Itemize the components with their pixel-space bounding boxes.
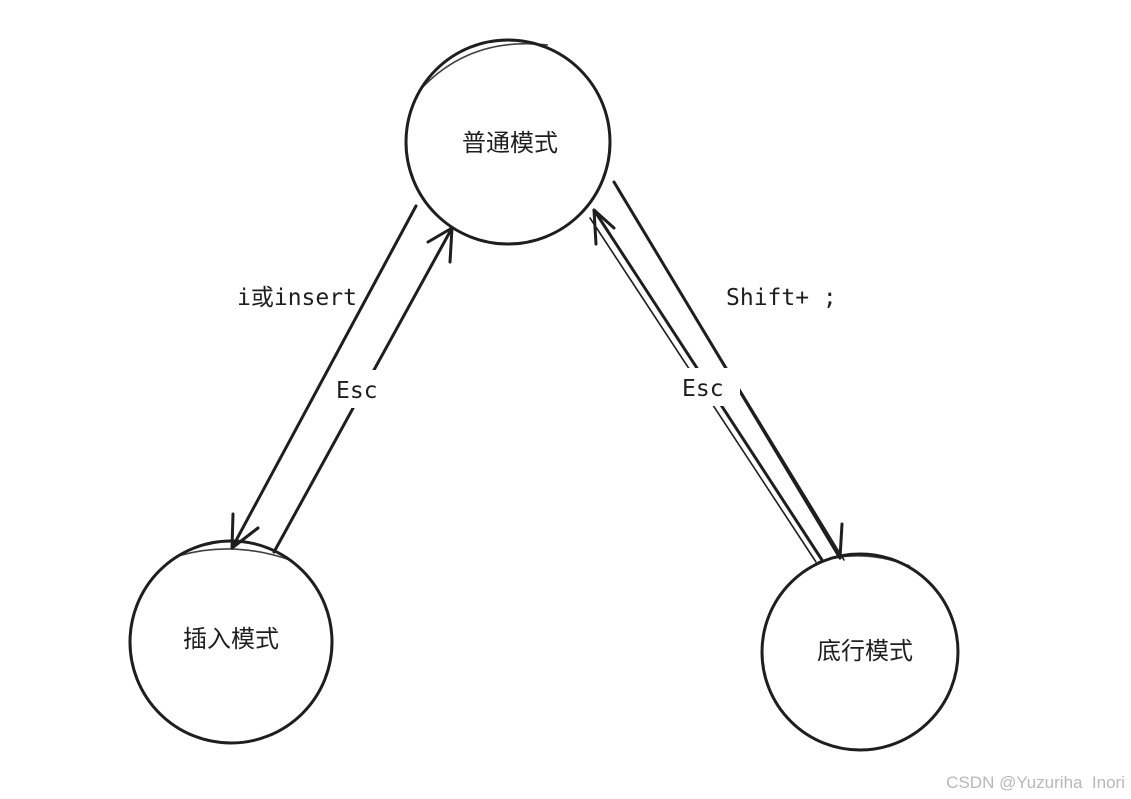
node-normal-mode-sketch-stroke [419, 42, 549, 91]
node-normal-mode[interactable]: 普通模式 [404, 38, 612, 246]
edge-normal-to-bottom-line[interactable]: Shift+ ; [612, 180, 845, 561]
node-bottom-line-mode-label: 底行模式 [817, 637, 913, 665]
edge-insert-to-normal-label-background [330, 370, 394, 408]
node-bottom-line-mode-sketch-stroke [817, 555, 911, 567]
edge-normal-to-insert[interactable]: i或insert [230, 204, 418, 550]
csdn-watermark: CSDN @Yuzuriha Inori [946, 773, 1125, 792]
node-insert-mode-label: 插入模式 [183, 625, 279, 653]
node-normal-mode-circle [404, 38, 612, 246]
edge-insert-to-normal-arrowhead [426, 226, 454, 264]
edge-bottom-line-to-normal[interactable]: Esc [589, 208, 824, 563]
edge-normal-to-bottom-line-arrowhead [820, 522, 844, 560]
edge-bottom-line-to-normal-arrowhead [592, 208, 616, 246]
node-bottom-line-mode-circle [760, 552, 960, 752]
node-bottom-line-mode[interactable]: 底行模式 [760, 552, 960, 752]
edge-normal-to-insert-arrowhead [230, 512, 260, 550]
node-normal-mode-label: 普通模式 [462, 129, 558, 157]
edge-insert-to-normal[interactable]: Esc [272, 226, 454, 554]
edge-normal-to-insert-label: i或insert [237, 285, 357, 311]
edge-normal-to-insert-line [230, 204, 418, 550]
edge-bottom-line-to-normal-label: Esc [682, 376, 724, 402]
edge-normal-to-bottom-line-label: Shift+ ; [726, 285, 837, 311]
edge-bottom-line-to-normal-label-background [676, 368, 740, 406]
edge-insert-to-normal-label: Esc [336, 378, 378, 404]
node-insert-mode[interactable]: 插入模式 [128, 539, 334, 745]
